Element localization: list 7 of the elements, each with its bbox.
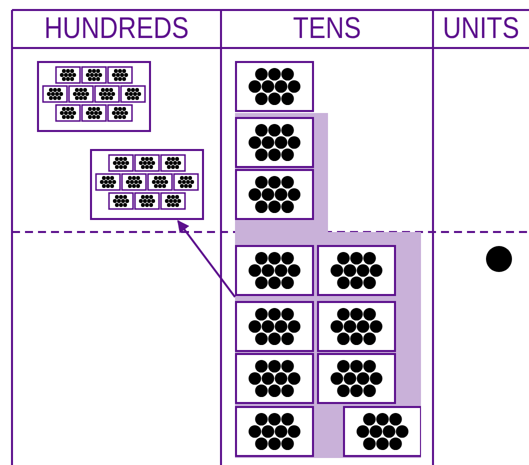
arrow [177,220,236,298]
hundred-flat-drawing [37,61,151,132]
column-heading: UNITS [442,11,520,47]
tens-group-drawing [235,113,421,458]
column-heading: HUNDREDS [43,11,190,47]
column-heading: TENS [292,11,362,47]
hundred-flat-drawing [90,149,204,220]
